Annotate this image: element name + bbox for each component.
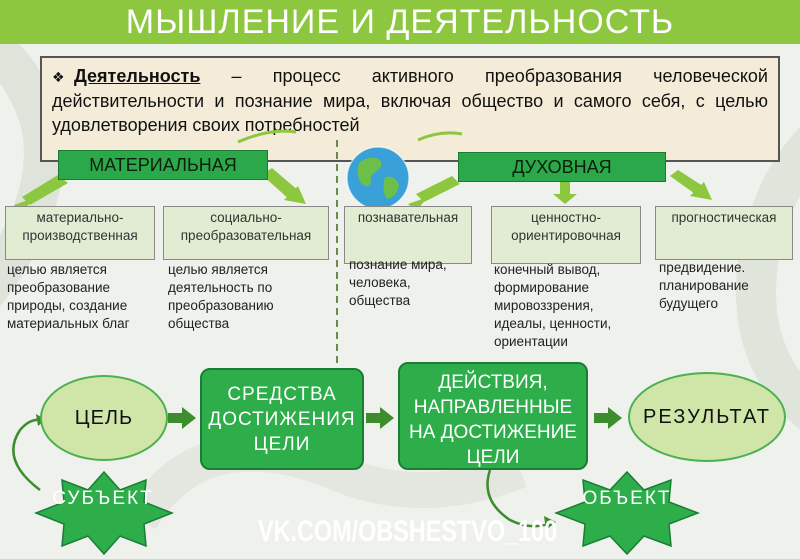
subtype-desc-social-transform: целью является деятельность по преобразо…: [168, 262, 274, 331]
globe-icon: [346, 146, 410, 210]
subject-to-goal-connector: [12, 418, 43, 491]
arrow-spiritual-left: [416, 176, 460, 202]
arrow-to-spiritual: [417, 131, 463, 142]
object-star-shape: [554, 470, 700, 556]
diamond-bullet-icon: ❖: [52, 69, 65, 85]
category-spiritual: ДУХОВНАЯ: [458, 152, 666, 182]
subtype-social-transform: социально-преобразовательная: [163, 206, 329, 260]
footer-watermark: VK.COM/OBSHESTVO_100: [258, 515, 558, 548]
flow-subject: СУБЪЕКТ: [52, 488, 154, 509]
flow-result: РЕЗУЛЬТАТ: [628, 372, 786, 462]
actions-to-object-connector: [486, 469, 549, 528]
flow-means: СРЕДСТВА ДОСТИЖЕНИЯ ЦЕЛИ: [200, 368, 364, 470]
arrow-to-material: [237, 129, 297, 144]
arrow-spiritual-down-head: [553, 194, 577, 204]
subtype-cognitive: познавательная: [344, 206, 472, 264]
subtype-material-production: материально-производственная: [5, 206, 155, 260]
flow-object: ОБЪЕКТ: [582, 488, 672, 509]
subtype-desc-material-production: целью является преобразование природы, с…: [7, 262, 130, 331]
arrow-material-right-head: [284, 186, 306, 204]
subtype-desc-prognostic: предвидение. планирование будущего: [659, 260, 749, 311]
actions-to-object-head: [544, 516, 556, 530]
arrow-material-left: [22, 175, 68, 205]
subtype-desc-cognitive: познание мира, человека, общества: [349, 257, 447, 308]
definition-term: Деятельность: [74, 66, 201, 86]
flow-arrow-3: [594, 407, 622, 429]
subtype-desc-value-oriented: конечный вывод, формирование мировоззрен…: [494, 262, 612, 349]
arrow-spiritual-right-head: [690, 182, 712, 200]
subtype-prognostic: прогностическая: [655, 206, 793, 260]
subtype-value-oriented: ценностно-ориентировочная: [491, 206, 641, 264]
flow-arrow-1: [168, 407, 196, 429]
definition-box: ❖Деятельность – процесс активного преобр…: [40, 56, 780, 162]
subject-star-shape: [34, 470, 174, 556]
flow-goal: ЦЕЛЬ: [40, 375, 168, 461]
page-title: МЫШЛЕНИЕ И ДЕЯТЕЛЬНОСТЬ: [0, 0, 800, 44]
flow-actions: ДЕЙСТВИЯ, НАПРАВЛЕННЫЕ НА ДОСТИЖЕНИЕ ЦЕЛ…: [398, 362, 588, 470]
flow-arrow-2: [366, 407, 394, 429]
arrow-material-right: [262, 168, 300, 200]
arrow-spiritual-down: [560, 182, 570, 194]
category-material: МАТЕРИАЛЬНАЯ: [58, 150, 268, 180]
